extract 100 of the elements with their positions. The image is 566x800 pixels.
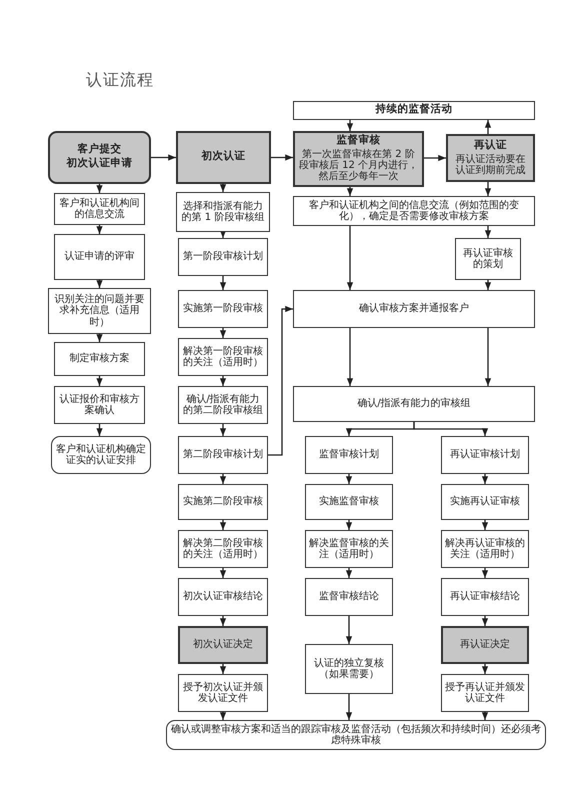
arrow [96, 424, 103, 436]
arrow [346, 120, 354, 131]
arrow [413, 422, 488, 436]
arrow [484, 280, 492, 290]
arrow [96, 376, 103, 386]
arrow [482, 568, 488, 578]
box-text: 监督审核计划 [319, 449, 379, 461]
box-heading: 初次认证申请 [66, 158, 132, 170]
process-box [305, 644, 393, 694]
box-text: 选择和指派有能力的第 1 阶段审核组 [180, 200, 266, 224]
box-text: 认证申请的评审 [64, 251, 134, 263]
box-text: 识别关注的问题并要求补充信息（适用时） [54, 294, 146, 328]
process-box [178, 578, 268, 616]
arrow [484, 182, 492, 196]
box-text: 再认证活动要在认证到期前完成 [454, 154, 526, 176]
box-text: 认证报价和审核方案确认 [58, 394, 140, 416]
box-text: 实施监督审核 [319, 496, 379, 508]
box-heading: 持续的监督活动 [376, 104, 452, 116]
arrow [220, 474, 226, 484]
arrow [424, 154, 446, 162]
arrow [220, 568, 226, 578]
arrow [96, 334, 103, 342]
arrow [346, 694, 352, 720]
arrow [220, 520, 226, 530]
process-box [293, 386, 535, 422]
process-box [305, 484, 393, 520]
process-box [178, 484, 268, 520]
process-box [293, 290, 535, 328]
process-box [48, 288, 151, 334]
arrow [346, 474, 352, 484]
box-text: 再认证审核计划 [450, 449, 520, 461]
arrow [482, 616, 488, 626]
box-text: 解决监督审核的关注（适用时） [309, 538, 389, 560]
process-box [178, 386, 268, 424]
box-text: 实施第二阶段审核 [183, 496, 263, 508]
process-box [441, 436, 529, 474]
box-text: 初次认证审核结论 [183, 591, 263, 603]
box-text: 客户和认证机构之间的信息交流（例如范围的变化），确定是否需要修改审核方案 [308, 200, 520, 222]
process-box [305, 578, 393, 616]
highlighted-process-box [176, 131, 271, 184]
box-text: 实施第一阶段审核 [183, 303, 263, 315]
highlighted-process-box [178, 626, 268, 664]
box-text: 再认证决定 [460, 639, 510, 651]
box-text: 第二阶段审核计划 [183, 449, 263, 461]
arrow [484, 328, 492, 386]
arrow [220, 712, 226, 720]
box-text: 制定审核方案 [70, 353, 130, 365]
arrow [482, 520, 488, 530]
arrow [482, 664, 488, 674]
box-text: 确认/指派有能力的审核组 [357, 398, 471, 410]
process-box [176, 192, 270, 232]
arrow [96, 184, 103, 193]
arrow [96, 280, 103, 288]
process-box [293, 101, 535, 120]
process-box [54, 386, 145, 424]
arrow [482, 474, 488, 484]
arrow [220, 184, 226, 192]
box-heading: 监督审核 [336, 135, 380, 148]
process-box [441, 484, 529, 520]
box-text: 初次认证决定 [193, 639, 253, 651]
process-box [178, 436, 268, 474]
process-box [178, 238, 268, 276]
box-heading: 客户提交 [78, 144, 122, 156]
box-text: 授予再认证并颁发认证文件 [445, 682, 525, 704]
process-box [441, 674, 529, 712]
box-text: 授予初次认证并颁发认证文件 [182, 682, 264, 704]
highlighted-process-box [293, 131, 424, 187]
arrow [151, 154, 176, 161]
arrow [96, 225, 103, 234]
box-text: 客户和认证机构间的信息交流 [58, 198, 140, 220]
process-box [305, 530, 393, 568]
box-text: 监督审核结论 [319, 591, 379, 603]
arrow [346, 520, 352, 530]
arrow [346, 226, 354, 290]
process-box [178, 338, 268, 376]
box-text: 再认证审核的策划 [462, 248, 514, 270]
process-box [293, 196, 535, 226]
arrow [346, 568, 352, 578]
arrow [220, 664, 226, 674]
arrow [220, 616, 226, 626]
highlighted-process-box [441, 626, 529, 664]
arrow [271, 154, 293, 161]
box-text: 实施再认证审核 [450, 496, 520, 508]
box-text: 第一次监督审核在第 2 阶段审核后 12 个月内进行，然后至少每年一次 [298, 149, 419, 183]
arrow [220, 230, 226, 238]
process-box [54, 193, 145, 225]
process-box [178, 530, 268, 568]
rounded-box [48, 131, 151, 184]
box-heading: 再认证 [474, 140, 507, 152]
box-text: 解决第二阶段审核的关注（适用时） [182, 538, 264, 560]
box-text: 认证的独立复核（如果需要） [313, 658, 385, 680]
process-box [178, 290, 268, 328]
highlighted-process-box [446, 134, 535, 182]
process-box [441, 578, 529, 616]
box-text: 解决第一阶段审核的关注（适用时） [182, 346, 264, 368]
diagram-title: 认证流程 [86, 70, 154, 91]
box-text: 再认证审核结论 [450, 591, 520, 603]
arrow [484, 226, 492, 238]
process-box [455, 238, 521, 280]
rounded-box [51, 436, 151, 474]
